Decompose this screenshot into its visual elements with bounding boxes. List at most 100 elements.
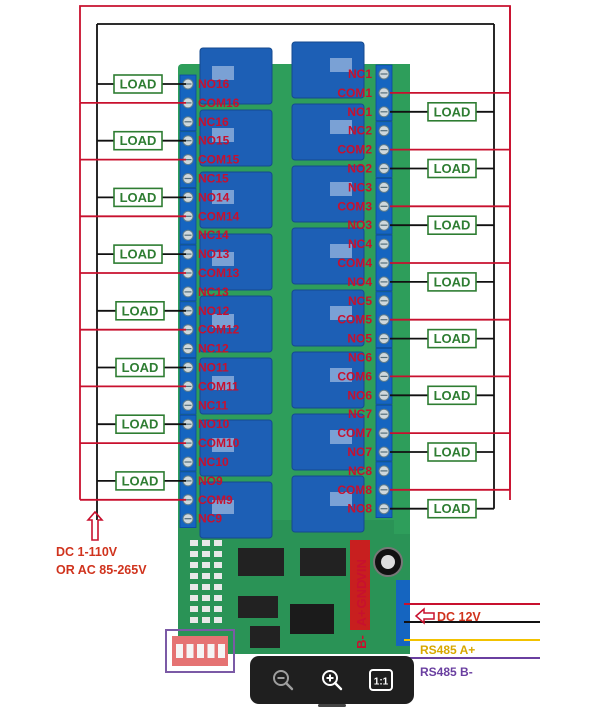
- load-frame: [113, 130, 163, 151]
- relay-logo: [330, 368, 352, 382]
- load-box: LOAD: [427, 385, 477, 406]
- terminal-label-nc3: NC3: [348, 180, 372, 194]
- smd-component: [202, 595, 210, 601]
- ic-chip: [238, 548, 284, 576]
- terminal-label-com16: COM16: [198, 96, 240, 110]
- smd-component: [190, 595, 198, 601]
- load-box: LOAD: [113, 74, 163, 94]
- load-label: LOAD: [434, 274, 471, 289]
- terminal-label-no9: NO9: [198, 474, 223, 488]
- terminal-label-com13: COM13: [198, 266, 240, 280]
- terminal-label-no4: NO4: [347, 275, 372, 289]
- load-label: LOAD: [434, 501, 471, 516]
- smd-component: [202, 584, 210, 590]
- load-label: LOAD: [122, 303, 159, 318]
- load-frame: [427, 328, 477, 349]
- load-box: LOAD: [115, 414, 165, 435]
- capacitor-top: [381, 555, 395, 569]
- image-viewer-toolbar: 1:1: [250, 656, 414, 704]
- loads: LOAD LOAD LOAD LOAD LOAD LOAD LOAD LOAD LOAD LOAD…: [113, 74, 477, 519]
- actual-size-label: 1:1: [374, 677, 389, 688]
- load-frame: [115, 471, 165, 491]
- dip-key: [207, 644, 215, 658]
- load-box: LOAD: [427, 158, 477, 179]
- ic-chip: [300, 548, 346, 576]
- power-label-line1: DC 1-110V: [56, 545, 118, 559]
- smd-component: [214, 562, 222, 568]
- smd-component: [190, 606, 198, 612]
- load-box: LOAD: [115, 300, 165, 321]
- smd-component: [214, 540, 222, 546]
- relay-logo: [212, 376, 234, 390]
- dc-label: DC 12V: [437, 610, 481, 624]
- terminal-label-com4: COM4: [337, 256, 372, 270]
- terminal-label-nc4: NC4: [348, 237, 372, 251]
- relay: [199, 109, 273, 167]
- terminal-label-nc5: NC5: [348, 294, 372, 308]
- load-box: LOAD: [113, 130, 163, 151]
- terminal-labels: NO16COM16NC16NO15COM15NC15NO14COM14NC14N…: [198, 67, 372, 526]
- relays: [199, 41, 365, 539]
- terminal-label-nc2: NC2: [348, 124, 372, 138]
- terminal-label-com6: COM6: [337, 369, 372, 383]
- load-box: LOAD: [427, 215, 477, 235]
- terminal-label-com3: COM3: [337, 199, 372, 213]
- smd-component: [202, 562, 210, 568]
- dc-input-annotation: DC 12V: [404, 603, 540, 625]
- load-frame: [427, 385, 477, 406]
- terminal-label-nc9: NC9: [198, 512, 222, 526]
- power-pin-label: A+: [354, 609, 369, 626]
- load-frame: [113, 244, 163, 264]
- terminal-label-com12: COM12: [198, 323, 240, 337]
- relay-logo: [330, 58, 352, 72]
- load-box: LOAD: [427, 102, 477, 122]
- relay-logo: [212, 314, 234, 328]
- zoom-in-button[interactable]: [315, 663, 349, 697]
- load-label: LOAD: [120, 247, 157, 262]
- terminal-label-com5: COM5: [337, 313, 372, 327]
- load-label: LOAD: [434, 445, 471, 460]
- board-edge: [394, 64, 410, 534]
- relay: [291, 41, 365, 99]
- relay-logo: [330, 182, 352, 196]
- relay: [199, 295, 273, 353]
- load-box: LOAD: [427, 328, 477, 349]
- load-label: LOAD: [120, 133, 157, 148]
- rs485-b-label: RS485 B-: [420, 665, 473, 679]
- terminal-label-no16: NO16: [198, 77, 230, 91]
- terminal-label-nc6: NC6: [348, 351, 372, 365]
- actual-size-icon: 1:1: [369, 669, 394, 691]
- terminal-label-nc14: NC14: [198, 228, 229, 242]
- relay-logo: [212, 66, 234, 80]
- load-box: LOAD: [115, 471, 165, 491]
- bus-terminal-block: [396, 580, 410, 646]
- terminal-label-nc15: NC15: [198, 172, 229, 186]
- power-pin-label: B-: [354, 635, 369, 649]
- terminal-label-no7: NO7: [347, 445, 372, 459]
- smd-component: [190, 617, 198, 623]
- power-pin-label: VIN: [354, 559, 369, 581]
- terminal-label-com10: COM10: [198, 436, 240, 450]
- smd-component: [202, 551, 210, 557]
- terminal-label-com14: COM14: [198, 209, 240, 223]
- led-resistor-array: [190, 540, 222, 623]
- smd-component: [202, 540, 210, 546]
- smd-component: [202, 617, 210, 623]
- smd-component: [190, 551, 198, 557]
- actual-size-button[interactable]: 1:1: [364, 663, 398, 697]
- terminal-label-nc12: NC12: [198, 342, 229, 356]
- terminal-label-no6: NO6: [347, 388, 372, 402]
- load-label: LOAD: [434, 388, 471, 403]
- terminal-label-nc7: NC7: [348, 407, 372, 421]
- power-terminal-block: [350, 540, 370, 630]
- zoom-out-button[interactable]: [266, 663, 300, 697]
- smd-component: [214, 617, 222, 623]
- relay: [291, 227, 365, 285]
- terminal-label-nc11: NC11: [198, 398, 228, 412]
- relay-logo: [212, 128, 234, 142]
- load-box: LOAD: [427, 442, 477, 462]
- relay-logo: [330, 120, 352, 134]
- terminal-label-no14: NO14: [198, 190, 230, 204]
- smd-component: [214, 573, 222, 579]
